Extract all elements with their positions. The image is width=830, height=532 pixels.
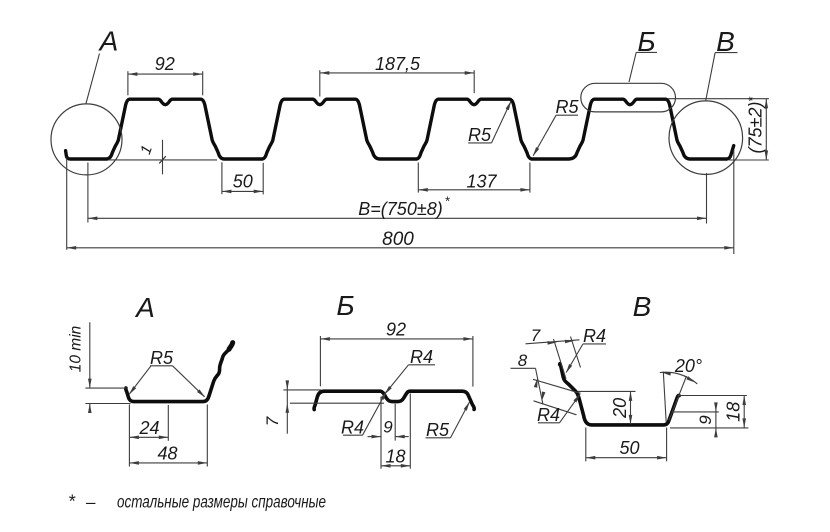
- svg-text:*: *: [445, 194, 451, 209]
- svg-text:50: 50: [233, 172, 253, 192]
- svg-text:18: 18: [385, 447, 405, 467]
- svg-text:92: 92: [155, 54, 175, 74]
- svg-text:(75±2): (75±2): [746, 102, 766, 154]
- svg-text:В: В: [633, 291, 652, 322]
- svg-text:R4: R4: [410, 347, 433, 367]
- svg-text:10 min: 10 min: [68, 326, 85, 373]
- svg-text:Б: Б: [336, 290, 354, 321]
- svg-text:R5: R5: [150, 348, 174, 368]
- svg-text:1: 1: [137, 143, 156, 157]
- svg-text:9: 9: [383, 417, 393, 436]
- svg-text:18: 18: [724, 402, 744, 422]
- svg-text:800: 800: [382, 229, 414, 250]
- svg-text:*: *: [745, 96, 760, 102]
- svg-text:137: 137: [466, 172, 497, 192]
- svg-text:48: 48: [157, 444, 177, 464]
- svg-text:20°: 20°: [674, 356, 702, 376]
- svg-text:8: 8: [518, 351, 528, 370]
- svg-text:92: 92: [386, 319, 406, 339]
- svg-text:А: А: [134, 292, 155, 323]
- svg-text:А: А: [98, 26, 119, 57]
- svg-text:R4: R4: [537, 405, 560, 425]
- svg-text:R4: R4: [583, 326, 606, 346]
- svg-text:R4: R4: [341, 417, 364, 437]
- svg-text:–: –: [85, 493, 96, 512]
- svg-text:В: В: [716, 26, 735, 57]
- svg-text:50: 50: [619, 438, 639, 458]
- svg-text:Б: Б: [637, 26, 655, 57]
- svg-text:B=(750±8): B=(750±8): [358, 199, 442, 219]
- svg-text:9: 9: [696, 415, 715, 425]
- svg-text:187,5: 187,5: [375, 54, 421, 74]
- svg-text:остальные размеры справочные: остальные размеры справочные: [117, 492, 326, 512]
- svg-text:7: 7: [531, 326, 541, 345]
- svg-text:7: 7: [263, 416, 282, 426]
- svg-text:R5: R5: [555, 97, 579, 117]
- svg-text:R5: R5: [468, 125, 492, 145]
- svg-text:20: 20: [610, 398, 630, 419]
- svg-text:24: 24: [138, 418, 159, 438]
- svg-text:R5: R5: [426, 420, 450, 440]
- svg-text:*: *: [68, 492, 76, 512]
